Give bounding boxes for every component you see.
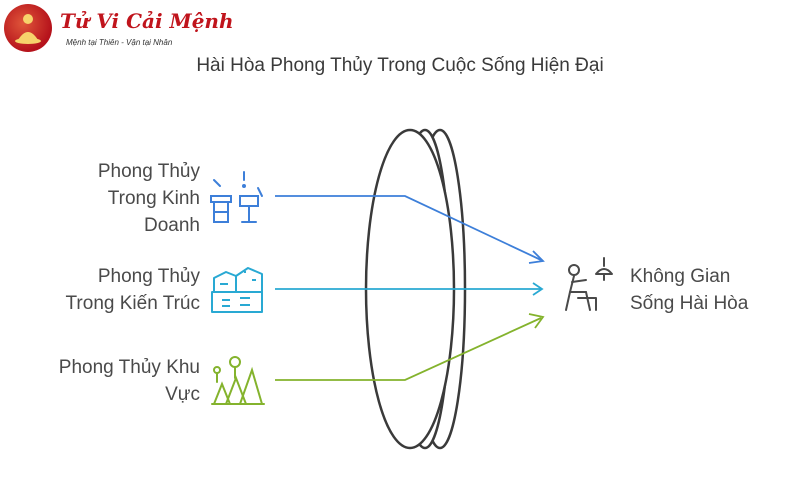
nature-landscape-icon bbox=[211, 356, 265, 405]
brand-logo[interactable]: Tử Vi Cải Mệnh Mệnh tại Thiên - Vận tại … bbox=[4, 4, 234, 56]
output-label-line: Sống Hài Hòa bbox=[630, 293, 749, 314]
arrow-middle bbox=[275, 282, 544, 296]
input-label-line: Phong Thủy Khu bbox=[58, 357, 200, 378]
input-label-line: Phong Thủy bbox=[97, 161, 200, 182]
output-label: Không Gian Sống Hài Hòa bbox=[630, 263, 748, 317]
brand-name: Tử Vi Cải Mệnh bbox=[60, 9, 234, 33]
arrow-top bbox=[275, 195, 545, 264]
input-label-business: Phong Thủy Trong Kinh Doanh bbox=[0, 158, 200, 239]
buddha-emblem-icon bbox=[4, 4, 52, 52]
input-label-region: Phong Thủy Khu Vực bbox=[0, 354, 200, 408]
input-label-line: Phong Thủy bbox=[97, 266, 200, 287]
input-label-line: Vực bbox=[165, 384, 200, 405]
office-desk-icon bbox=[210, 171, 263, 223]
buildings-icon bbox=[211, 267, 263, 313]
arrow-bottom bbox=[275, 313, 545, 381]
diagram-title: Hài Hòa Phong Thủy Trong Cuộc Sống Hiện … bbox=[196, 55, 604, 76]
input-label-line: Trong Kiến Trúc bbox=[65, 293, 200, 314]
output-label-line: Không Gian bbox=[630, 266, 731, 287]
person-with-lamp-icon bbox=[565, 257, 613, 311]
input-label-architecture: Phong Thủy Trong Kiến Trúc bbox=[0, 263, 200, 317]
brand-tagline: Mệnh tại Thiên - Vận tại Nhân bbox=[66, 38, 173, 47]
input-label-line: Trong Kinh bbox=[107, 188, 200, 209]
input-label-line: Doanh bbox=[144, 215, 200, 236]
